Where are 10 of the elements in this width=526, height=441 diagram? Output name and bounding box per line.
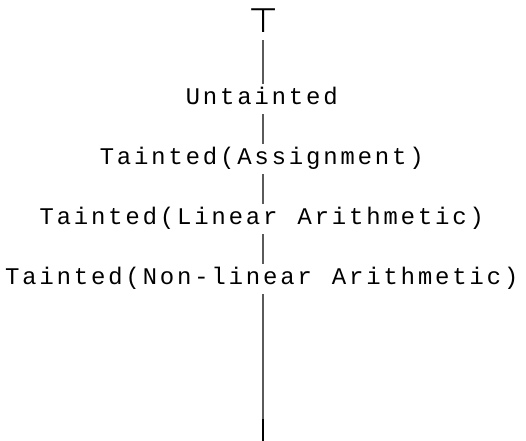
lattice-element: Tainted(Assignment) <box>100 146 426 172</box>
lattice-element: Tainted(Linear Arithmetic) <box>39 206 487 232</box>
connector-line <box>262 234 264 264</box>
connector-line <box>262 294 264 419</box>
lattice-element: Tainted(Non-linear Arithmetic) <box>4 266 522 292</box>
connector-line <box>262 174 264 204</box>
top-symbol: ⊤ <box>248 4 278 38</box>
connector-line <box>262 114 264 144</box>
lattice-element: Untainted <box>186 86 340 112</box>
connector-line <box>262 40 264 84</box>
